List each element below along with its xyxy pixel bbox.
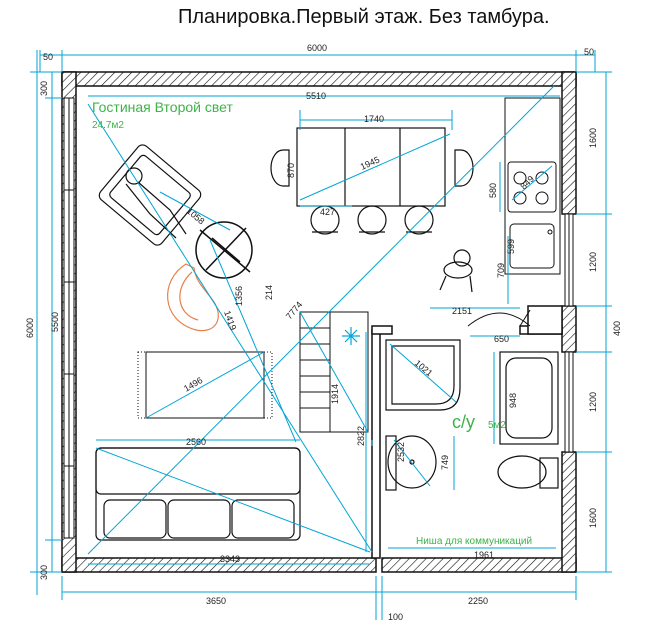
person-figure: [439, 249, 473, 293]
dim-sink-709: 709: [496, 263, 506, 278]
dim-sofa-width: 2560: [186, 437, 206, 447]
dim-kitchen-580: 580: [488, 183, 498, 198]
dim-bottom-3650: 3650: [206, 596, 226, 606]
dim-top-right-50: 50: [584, 47, 594, 57]
dim-left-total: 6000: [25, 318, 35, 338]
living-room-area: 24.7м2: [92, 120, 124, 131]
dim-table-width: 1740: [364, 114, 384, 124]
dim-right-1600-top: 1600: [588, 128, 598, 148]
dim-right-1200-a: 1200: [588, 252, 598, 272]
bathroom-area: 5м2: [488, 420, 506, 431]
dim-bath-650: 650: [494, 334, 509, 344]
dim-living-diag: 7774: [284, 300, 305, 322]
dim-right-1200-b: 1200: [588, 392, 598, 412]
dim-niche: 1961: [474, 550, 494, 560]
dim-shower: 1021: [413, 358, 435, 379]
dim-table-214: 214: [264, 285, 274, 300]
dim-top-total: 6000: [307, 43, 327, 53]
armchair: [98, 144, 202, 246]
stairs: [299, 311, 369, 433]
dim-bottom-2250: 2250: [468, 596, 488, 606]
dim-bottom-100: 100: [388, 612, 403, 622]
dim-table-height: 870: [286, 163, 296, 178]
lounge-chair: [167, 263, 219, 332]
washbasin: [385, 435, 437, 491]
dim-chair-1419: 1419: [222, 309, 238, 331]
dim-left-300-top: 300: [39, 81, 49, 96]
niche-label: Ниша для коммуникаций: [416, 536, 532, 547]
snowflake-icon: [342, 327, 360, 345]
dim-armchair: 1058: [185, 206, 207, 227]
toilet: [497, 455, 559, 489]
dim-right-1600-bottom: 1600: [588, 508, 598, 528]
dim-kitchen-2151: 2151: [452, 306, 472, 316]
dim-left-300-bottom: 300: [39, 565, 49, 580]
dim-chair-gap: 427: [320, 207, 335, 217]
dim-sink-2532: 2532: [396, 442, 406, 462]
living-room-name: Гостиная Второй свет: [92, 99, 233, 115]
bathroom-name: с/у: [452, 412, 475, 432]
bathroom-walls: [371, 305, 563, 559]
dim-table-1356: 1356: [234, 286, 244, 306]
kitchen-counter: [504, 97, 561, 275]
dim-stairs-2822: 2822: [356, 426, 366, 446]
bathtub: [499, 351, 559, 445]
dim-inner-width: 5510: [306, 91, 326, 101]
shower-cabin: [385, 339, 461, 411]
dimension-lines: [30, 50, 612, 620]
dim-rug: 1496: [182, 375, 204, 394]
windows: [63, 97, 574, 539]
sofa: [95, 447, 301, 541]
rug: [137, 351, 273, 419]
dim-sink-749: 749: [440, 455, 450, 470]
plan-title: Планировка.Первый этаж. Без тамбура.: [178, 6, 550, 28]
dim-top-left-50: 50: [43, 52, 53, 62]
dim-right-400: 400: [612, 321, 622, 336]
dim-bath-948: 948: [508, 393, 518, 408]
dim-kitchen-diag: 849: [518, 174, 536, 192]
dim-sink-599: 599: [506, 239, 516, 254]
doors: [467, 309, 531, 327]
dim-left-5500: 5500: [50, 312, 60, 332]
dimension-diagonals: [87, 85, 555, 555]
dim-sofa-3343: 3343: [220, 554, 240, 564]
dining-table: [270, 127, 474, 235]
side-table: [195, 221, 253, 279]
dim-stairs-1914: 1914: [330, 384, 340, 404]
